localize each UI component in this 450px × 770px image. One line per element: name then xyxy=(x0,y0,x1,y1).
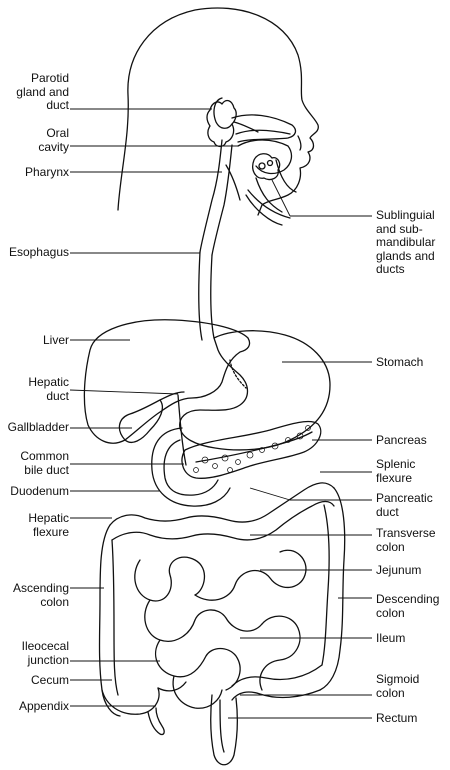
submandibular-duct xyxy=(247,189,291,219)
neck-front xyxy=(245,194,283,226)
rectum-inner xyxy=(219,699,225,753)
label-pancreatic-duct: Pancreatic duct xyxy=(376,491,433,519)
label-sigmoid-colon: Sigmoid colon xyxy=(376,672,420,700)
label-pancreas: Pancreas xyxy=(376,433,427,447)
sublingual-gland-a xyxy=(258,162,266,170)
sigmoid-colon-inner xyxy=(231,664,323,687)
head-outline xyxy=(117,7,319,216)
label-pharynx: Pharynx xyxy=(24,165,69,179)
label-splenic-flexure: Splenic flexure xyxy=(376,457,416,485)
label-cecum: Cecum xyxy=(30,673,69,687)
label-descending-colon: Descending colon xyxy=(376,592,440,620)
epiglottis xyxy=(225,164,241,201)
cecum-shape xyxy=(101,687,160,715)
submandibular-gland xyxy=(252,153,281,181)
stomach-fold xyxy=(229,359,247,389)
liver xyxy=(83,319,251,444)
pancreatic-duct-shape xyxy=(195,431,313,463)
label-parotid-gland-and-duct: Parotid gland and duct xyxy=(16,71,69,112)
duodenum-shape xyxy=(151,427,231,507)
label-ileocecal-junction: Ileocecal junction xyxy=(21,639,69,667)
label-appendix: Appendix xyxy=(18,699,69,713)
label-ascending-colon: Ascending colon xyxy=(12,581,69,609)
pharynx-wall-inner xyxy=(211,144,233,256)
label-hepatic-flexure: Hepatic flexure xyxy=(28,511,69,539)
pancreas-shape xyxy=(181,420,322,479)
tongue xyxy=(237,139,293,175)
label-liver: Liver xyxy=(42,333,69,347)
oral-cavity-shape xyxy=(231,114,297,143)
pharynx-wall xyxy=(199,139,223,253)
esophagus-right xyxy=(210,254,215,339)
common-bile-duct-shape xyxy=(177,394,187,466)
ascending-colon-inner xyxy=(111,539,119,696)
sublingual-gland-b xyxy=(266,159,274,167)
stomach-shape xyxy=(179,330,331,451)
small-intestine xyxy=(134,549,307,709)
gallbladder-shape xyxy=(118,399,164,444)
chin-inner xyxy=(275,159,297,193)
label-rectum: Rectum xyxy=(376,711,418,725)
parotid-gland xyxy=(206,99,237,148)
descending-colon-shape xyxy=(319,487,346,691)
label-transverse-colon: Transverse colon xyxy=(376,526,436,554)
transverse-colon-inner xyxy=(111,500,335,541)
palate xyxy=(235,129,291,135)
label-duodenum: Duodenum xyxy=(10,484,69,498)
parotid-duct xyxy=(233,121,259,133)
label-jejunum: Jejunum xyxy=(376,563,422,577)
label-common-bile-duct: Common bile duct xyxy=(20,449,69,477)
label-gallbladder: Gallbladder xyxy=(7,420,69,434)
appendix-shape xyxy=(147,707,165,736)
label-hepatic-duct: Hepatic duct xyxy=(28,375,69,403)
label-esophagus: Esophagus xyxy=(8,245,69,259)
label-sublingual-and-submandibular-glands: Sublinguial and sub- mandibular glands a… xyxy=(376,208,436,276)
lip-upper xyxy=(297,135,302,151)
rectum-shape xyxy=(210,694,238,766)
transverse-colon-shape xyxy=(109,482,335,526)
label-ileum: Ileum xyxy=(376,631,406,645)
duodenum-inner xyxy=(163,439,219,496)
hepatic-duct-shape xyxy=(159,391,185,401)
jaw xyxy=(255,177,283,213)
descending-colon-inner xyxy=(321,504,330,666)
label-stomach: Stomach xyxy=(376,355,424,369)
esophagus-left xyxy=(198,251,203,341)
label-oral-cavity: Oral cavity xyxy=(38,126,69,154)
